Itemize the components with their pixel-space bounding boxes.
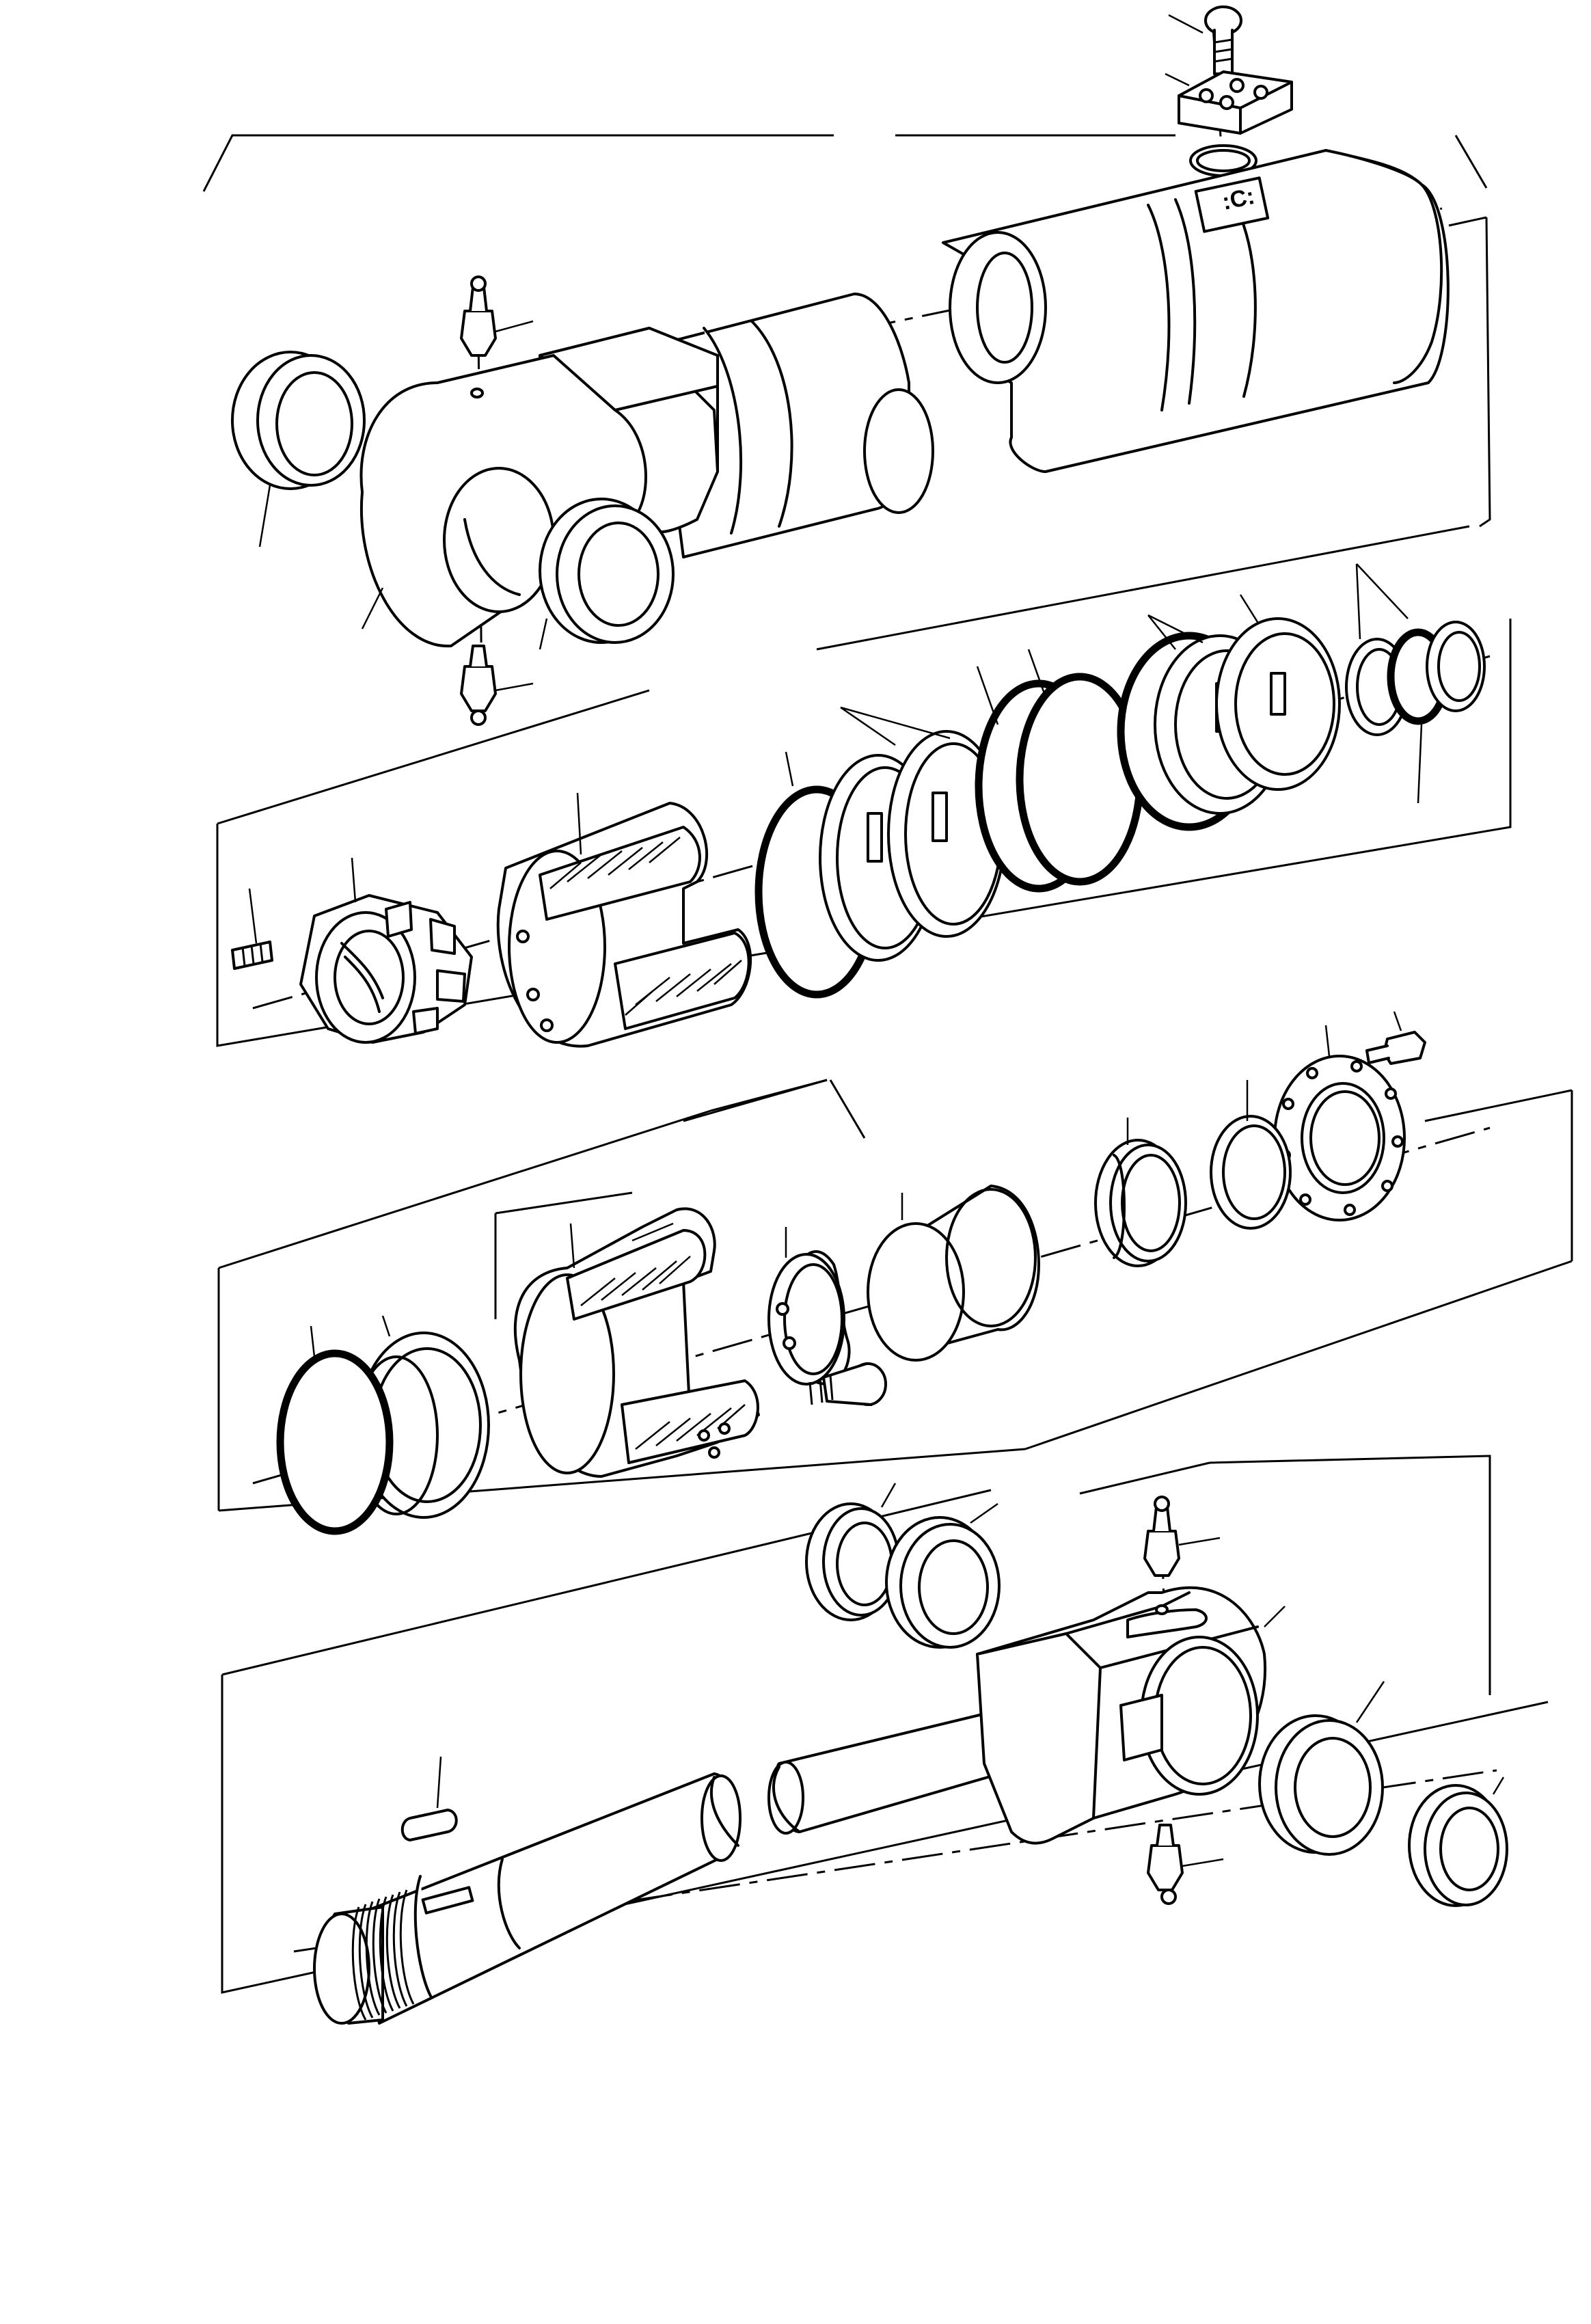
barrel-eye (359, 293, 934, 648)
piston-seals (975, 649, 1144, 893)
piston-o-ring (1215, 594, 1341, 791)
cylinder-head (513, 1207, 760, 1478)
key (400, 1756, 458, 1841)
grease-nipple-rod-bottom (1147, 1824, 1224, 1905)
snap-ring (767, 1227, 851, 1386)
head-o-ring (276, 1325, 394, 1535)
piston-group (231, 563, 1486, 1048)
head-screw (808, 1362, 887, 1406)
cylinder-barrel: :C: (942, 149, 1450, 473)
rod-group (313, 1483, 1508, 2025)
head-group (276, 1011, 1426, 1535)
piston (496, 792, 752, 1048)
lock-screw (1365, 1011, 1426, 1065)
piston-nut (299, 857, 473, 1044)
bushing-left (231, 351, 366, 548)
rod-eye (976, 1586, 1286, 1845)
set-screw (231, 888, 273, 970)
damper-ring (1345, 563, 1486, 804)
screw-top (1168, 5, 1242, 75)
wiper (1210, 1080, 1292, 1230)
guide-bushing (867, 1185, 1040, 1362)
grease-nipple-bottom (460, 645, 534, 726)
grease-nipple-rod-top (1143, 1496, 1221, 1615)
rod-seal (1094, 1118, 1187, 1267)
gland-flange (1273, 1025, 1406, 1221)
rod-bushing-3 (1258, 1681, 1385, 1856)
rod-bushing-4 (1408, 1776, 1508, 1907)
piston-rod (313, 1711, 1013, 2025)
bushing-right (539, 498, 675, 644)
rod-bushing-2 (885, 1502, 1001, 1649)
grease-nipple-top (460, 275, 534, 398)
barrel-group: :C: (231, 5, 1450, 726)
port-plate (1165, 70, 1293, 135)
rod-bushing-1 (805, 1483, 900, 1621)
piston-guide-rings (819, 706, 1006, 962)
